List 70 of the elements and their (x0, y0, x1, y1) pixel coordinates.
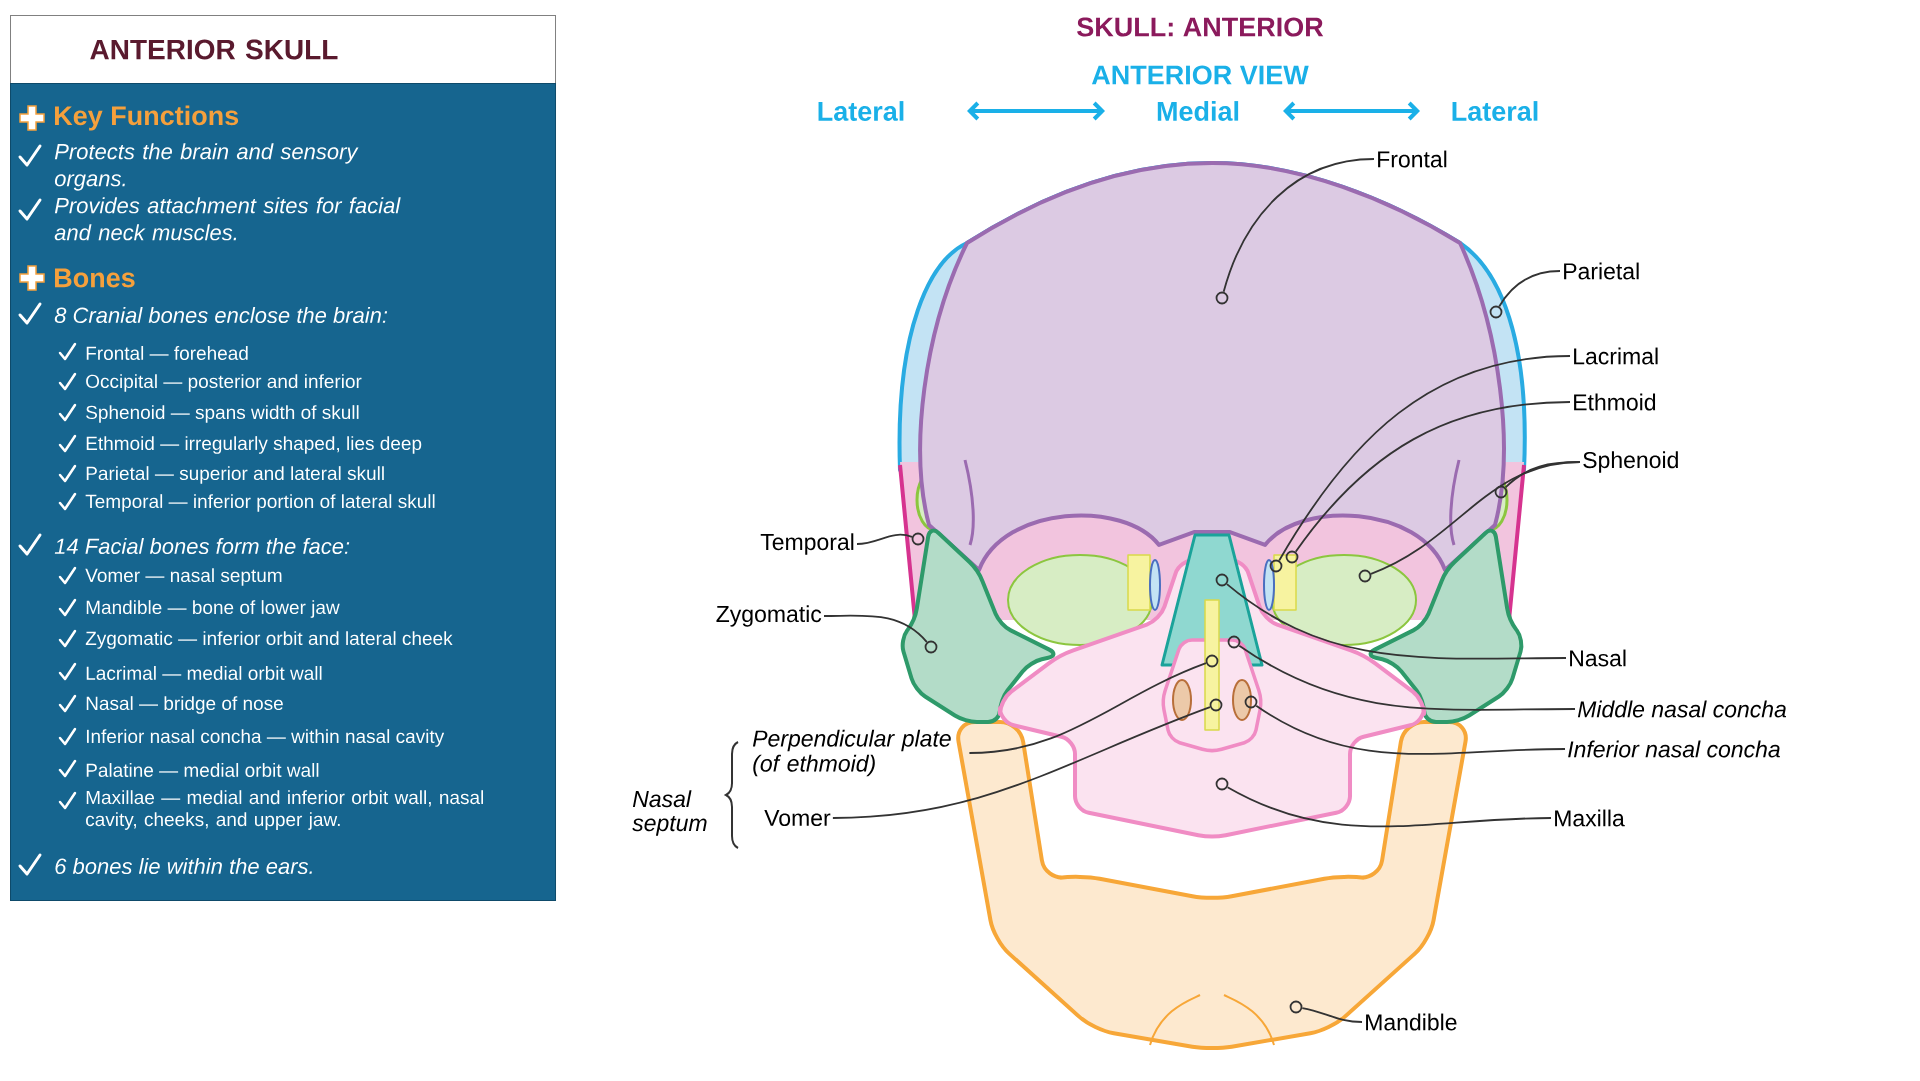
pointer-ring (1205, 654, 1219, 668)
leader-line (823, 614, 928, 643)
header-box: ANTERIOR SKULL (10, 15, 556, 84)
bone-label: Vomer (764, 809, 831, 826)
bone-label: Middle nasal concha (1577, 700, 1787, 718)
bullet-text: Maxillae — medial and inferior orbit wall, nasal cavity, cheeks, and upper jaw. (86, 790, 483, 830)
leader-line (1370, 461, 1581, 575)
bullet-text: Vomer — nasal septum (85, 568, 282, 586)
leader-line (1294, 401, 1571, 553)
group-label: Nasal septum (632, 790, 707, 836)
view-heading: ANTERIOR VIEW (1091, 65, 1309, 85)
bullet-text: Sphenoid — spans width of skull (86, 405, 359, 423)
bullet-text: 8 Cranial bones enclose the brain: (54, 306, 388, 324)
pointer-ring (1209, 698, 1223, 712)
leader-line (832, 706, 1211, 819)
bone-label: Ethmoid (1574, 393, 1656, 411)
bone-label: Parietal (1564, 262, 1639, 280)
bullet-text: Mandible — bone of lower jaw (86, 600, 340, 618)
bone-label: Zygomatic (716, 605, 822, 627)
leader-line (1255, 704, 1566, 755)
bone-label: Frontal (1378, 150, 1447, 168)
bone-label: Maxilla (1555, 809, 1625, 827)
pointer-ring (1215, 573, 1229, 587)
bullet-text: 14 Facial bones form the face: (54, 537, 350, 555)
pointer-ring (1269, 559, 1283, 573)
leader-line (1278, 355, 1571, 562)
bullet-text: Provides attachment sites for facial and neck muscles. (54, 197, 401, 241)
leader-line (1301, 1007, 1363, 1023)
bullet-text: Lacrimal — medial orbit wall (86, 666, 322, 680)
bone-label: Sphenoid (1583, 451, 1678, 473)
leader-line (1498, 270, 1561, 308)
bullet-text: 6 bones lie within the ears. (55, 857, 312, 875)
bullet-text: Inferior nasal concha — within nasal cavity (86, 729, 445, 747)
direction-label: Lateral (1452, 101, 1538, 121)
bullet-text: Palatine — medial orbit wall (86, 763, 319, 777)
leader-line (856, 533, 913, 545)
bone-label: Perpendicular plate (of ethmoid) (752, 729, 951, 777)
pointer-ring (1494, 485, 1508, 499)
leader-line (1226, 786, 1552, 828)
bullet-text: Protects the brain and sensory organs. (54, 143, 359, 191)
pointer-ring (1215, 291, 1229, 305)
bone-label: Inferior nasal concha (1568, 740, 1780, 758)
bullet-text: Parietal — superior and lateral skull (86, 466, 384, 484)
pointer-ring (924, 640, 938, 654)
leader-line (1222, 158, 1375, 293)
section-heading: Key Functions (55, 105, 239, 131)
pointer-ring (1215, 777, 1229, 791)
pointer-ring (1489, 305, 1503, 319)
bone-label: Lacrimal (1574, 347, 1658, 365)
bone-label: Mandible (1366, 1013, 1457, 1031)
bullet-text: Temporal — inferior portion of lateral skull (85, 494, 435, 512)
bone-label: Temporal (760, 533, 854, 555)
pointer-ring (1244, 695, 1258, 709)
leader-line (1238, 644, 1576, 711)
bone-label: Nasal (1570, 649, 1626, 667)
bullet-text: Frontal — forehead (86, 346, 248, 360)
pointer-ring (911, 532, 925, 546)
pointer-ring (1289, 1000, 1303, 1014)
pointer-ring (1285, 550, 1299, 564)
info-panel (10, 83, 556, 901)
section-heading: Bones (55, 268, 135, 288)
bullet-text: Ethmoid — irregularly shaped, lies deep (86, 436, 422, 454)
bullet-text: Zygomatic — inferior orbit and lateral cheek (85, 631, 453, 649)
bullet-text: Nasal — bridge of nose (86, 696, 283, 714)
pointer-ring (1358, 569, 1372, 583)
bullet-text: Occipital — posterior and inferior (86, 374, 362, 392)
direction-label: Lateral (818, 101, 904, 121)
direction-label: Medial (1157, 101, 1239, 121)
pointer-ring (1227, 635, 1241, 649)
diagram-title: SKULL: ANTERIOR (1077, 17, 1324, 37)
